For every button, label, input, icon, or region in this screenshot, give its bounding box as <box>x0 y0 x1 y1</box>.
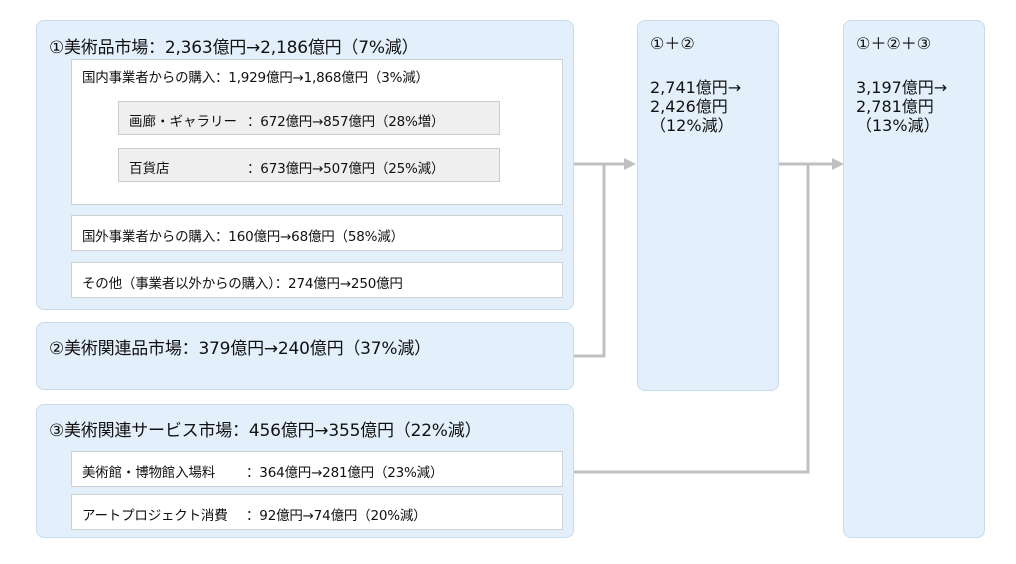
sum-1-2-3-panel: ①＋②＋③ 3,197億円→ 2,781億円 （13%減） <box>843 20 985 538</box>
sum-1-2-line3: （12%減） <box>650 116 734 135</box>
art-project-label: アートプロジェクト消費 <box>82 508 228 524</box>
art-project-value: ：92億円→74億円（20%減） <box>246 508 427 524</box>
sum-1-2-3-title: ①＋②＋③ <box>856 34 932 53</box>
overseas-purchase-text: 国外事業者からの購入：160億円→68億円（58%減） <box>82 229 404 245</box>
sum-1-2-3-line2: 2,781億円 <box>856 97 934 116</box>
gallery-label: 画廊・ギャラリー <box>129 114 237 130</box>
museum-admission-label: 美術館・博物館入場料 <box>82 465 215 481</box>
museum-admission-value: ：364億円→281億円（23%減） <box>246 465 444 481</box>
other-purchase-text: その他（事業者以外からの購入）：274億円→250億円 <box>82 276 403 292</box>
domestic-purchase-text: 国内事業者からの購入：1,929億円→1,868億円（3%減） <box>82 70 429 86</box>
connector-market2-to-sum12 <box>574 164 606 358</box>
sum-1-2-line1: 2,741億円→ <box>650 78 742 97</box>
arrowhead-to-sum12 <box>624 158 636 170</box>
gallery-box: 画廊・ギャラリー ：672億円→857億円（28%増） <box>118 101 500 135</box>
domestic-purchase-box: 国内事業者からの購入：1,929億円→1,868億円（3%減） 画廊・ギャラリー… <box>71 59 563 205</box>
connector-market3-to-sum123 <box>574 164 810 474</box>
sum-1-2-title: ①＋② <box>650 34 695 53</box>
art-related-goods-title: ②美術関連品市場：379億円→240億円（37%減） <box>49 339 431 359</box>
art-related-services-title: ③美術関連サービス市場：456億円→355億円（22%減） <box>49 421 482 441</box>
gallery-value: ：672億円→857億円（28%増） <box>247 114 445 130</box>
overseas-purchase-box: 国外事業者からの購入：160億円→68億円（58%減） <box>71 215 563 251</box>
art-market-title: ①美術品市場：2,363億円→2,186億円（7%減） <box>49 38 419 58</box>
arrowhead-to-sum123 <box>832 158 844 170</box>
art-market-panel: ①美術品市場：2,363億円→2,186億円（7%減） 国内事業者からの購入：1… <box>36 20 574 310</box>
museum-admission-box: 美術館・博物館入場料 ：364億円→281億円（23%減） <box>71 451 563 487</box>
department-store-label: 百貨店 <box>129 161 170 177</box>
sum-1-2-3-line3: （13%減） <box>856 116 940 135</box>
other-purchase-box: その他（事業者以外からの購入）：274億円→250億円 <box>71 262 563 298</box>
sum-1-2-3-line1: 3,197億円→ <box>856 78 948 97</box>
art-related-goods-panel: ②美術関連品市場：379億円→240億円（37%減） <box>36 322 574 390</box>
art-related-services-panel: ③美術関連サービス市場：456億円→355億円（22%減） 美術館・博物館入場料… <box>36 404 574 538</box>
sum-1-2-line2: 2,426億円 <box>650 97 728 116</box>
department-store-value: ：673億円→507億円（25%減） <box>247 161 445 177</box>
department-store-box: 百貨店 ：673億円→507億円（25%減） <box>118 148 500 182</box>
art-project-box: アートプロジェクト消費 ：92億円→74億円（20%減） <box>71 494 563 530</box>
sum-1-2-panel: ①＋② 2,741億円→ 2,426億円 （12%減） <box>637 20 779 391</box>
